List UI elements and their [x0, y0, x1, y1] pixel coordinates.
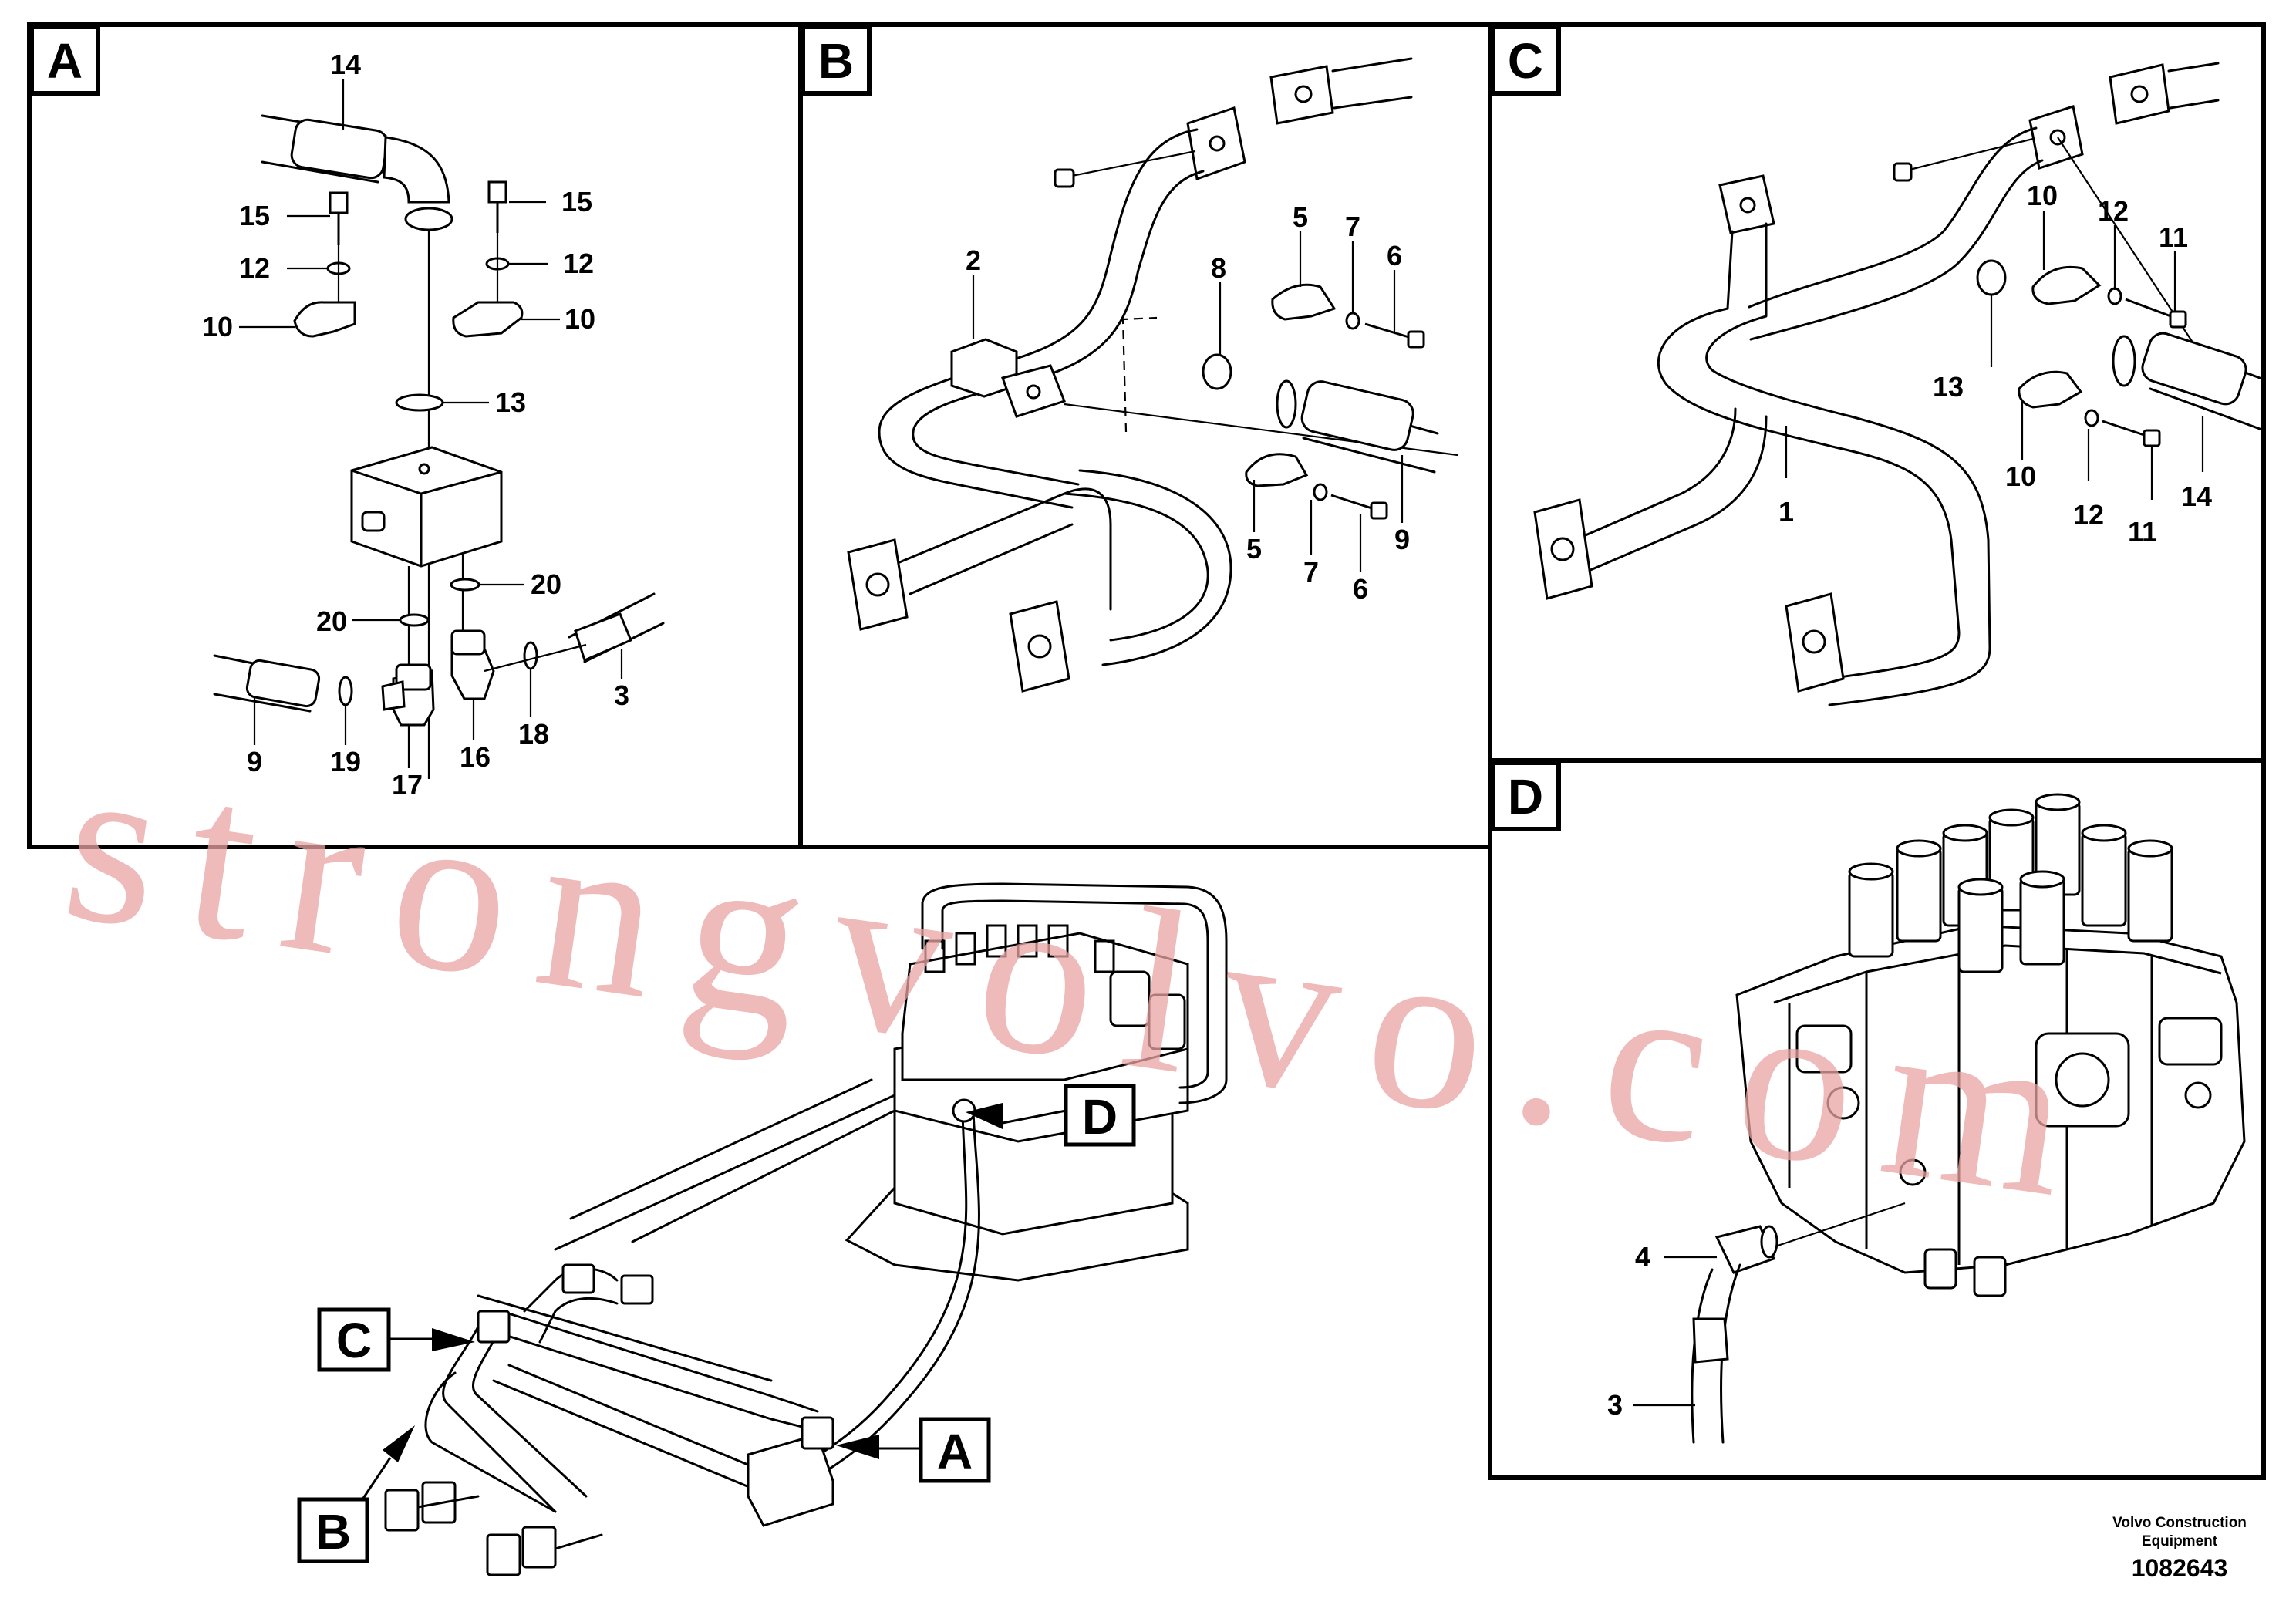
panel-b-drawing: 2 8 5 7 6 5 7 6 9 [847, 57, 1458, 693]
callout-c-10-bottom: 10 [2005, 460, 2036, 492]
callout-d-3: 3 [1607, 1389, 1623, 1421]
callout-b-5-top: 5 [1293, 201, 1308, 233]
callout-b-8: 8 [1211, 252, 1226, 284]
callout-d-4: 4 [1635, 1241, 1650, 1273]
callout-a-14: 14 [330, 49, 361, 80]
panel-a-drawing: 14 15 12 10 15 12 10 13 20 20 9 19 17 16… [202, 49, 665, 801]
overview-label-c: C [336, 1313, 372, 1368]
callout-a-20-left: 20 [316, 605, 347, 637]
panel-b-letter: B [818, 33, 854, 89]
callout-a-3: 3 [614, 679, 629, 711]
callout-c-14: 14 [2181, 481, 2212, 512]
callout-a-16: 16 [460, 741, 491, 773]
overview-label-b: B [315, 1504, 351, 1560]
callout-a-18: 18 [518, 718, 549, 750]
overview-labels: D C A B [297, 1084, 1136, 1563]
panel-d-letter: D [1508, 769, 1543, 824]
callout-b-6-top: 6 [1387, 240, 1402, 271]
callout-b-7-bottom: 7 [1303, 556, 1319, 588]
callout-a-20-right: 20 [531, 568, 561, 600]
callout-a-12-left: 12 [239, 252, 270, 284]
callout-a-17: 17 [392, 769, 423, 801]
panel-frames [27, 22, 2266, 1480]
panel-letters: A B C D [29, 25, 1561, 831]
callout-c-1: 1 [1778, 496, 1794, 528]
footer-drawing-number: 1082643 [2132, 1554, 2228, 1582]
footer: Volvo Construction Equipment 1082643 [2112, 1515, 2247, 1582]
panel-c-frame [1488, 22, 2266, 763]
callout-b-2: 2 [966, 244, 981, 276]
valve-spool-caps [1848, 793, 2173, 973]
overview-label-d: D [1082, 1089, 1118, 1145]
callout-c-10-top: 10 [2027, 180, 2058, 211]
panel-d-drawing: 4 3 [1607, 793, 2246, 1444]
panel-a-letter: A [47, 33, 83, 89]
callout-c-11-top: 11 [2159, 221, 2188, 253]
callout-b-9: 9 [1394, 524, 1410, 555]
callout-a-10-left: 10 [202, 311, 233, 342]
footer-brand-line1: Volvo Construction [2112, 1515, 2247, 1531]
callout-a-12-right: 12 [563, 248, 594, 279]
panel-c-letter: C [1508, 33, 1543, 89]
callout-b-5-bottom: 5 [1246, 533, 1262, 565]
callout-c-12-top: 12 [2098, 195, 2129, 227]
callout-a-19: 19 [330, 746, 361, 777]
callout-a-10-right: 10 [565, 303, 595, 335]
callout-b-7-top: 7 [1345, 211, 1360, 242]
callout-a-9: 9 [247, 746, 262, 777]
footer-brand-line2: Equipment [2142, 1533, 2218, 1549]
overview-label-a: A [937, 1424, 973, 1479]
callout-a-15-right: 15 [561, 186, 592, 218]
overview-assembly-drawing [384, 882, 1228, 1576]
callout-a-15-left: 15 [239, 200, 270, 231]
callout-c-11-bottom: 11 [2128, 516, 2157, 548]
panel-c-drawing: 10 12 11 13 1 10 12 11 14 [1533, 62, 2261, 706]
callout-a-13: 13 [495, 386, 526, 418]
callout-c-12-bottom: 12 [2073, 499, 2104, 531]
callout-c-13: 13 [1933, 371, 1964, 403]
panel-d-frame [1488, 758, 2266, 1480]
callout-b-6-bottom: 6 [1353, 573, 1368, 605]
